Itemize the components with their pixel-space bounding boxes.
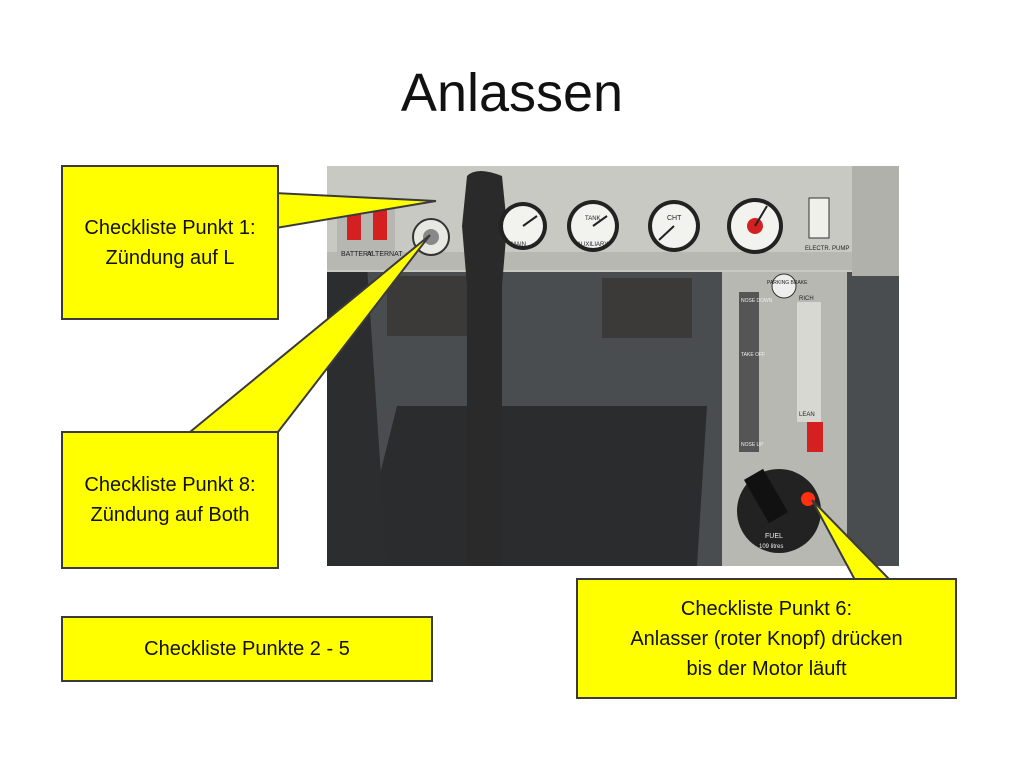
svg-text:RICH: RICH [799, 296, 814, 302]
fuel-gauge-auxiliary: TANK AUXILIARY [567, 200, 619, 252]
page-title: Anlassen [400, 63, 624, 123]
callout-punkt-8: Checkliste Punkt 8: Zündung auf Both [61, 431, 279, 569]
callout-punkte-2-5-text: Checkliste Punkte 2 - 5 [144, 638, 350, 660]
callout-punkt-6-heading: Checkliste Punkt 6: [680, 597, 853, 620]
callout-punkt-1-text: Zündung auf L [105, 246, 235, 269]
svg-text:ELECTR. PUMP: ELECTR. PUMP [805, 246, 849, 252]
off-label: OFF [335, 202, 347, 208]
callout-punkte-2-5: Checkliste Punkte 2 - 5 [61, 616, 433, 682]
svg-text:109 litres: 109 litres [759, 544, 783, 550]
svg-text:TANK: TANK [585, 216, 601, 222]
callout-punkt-6-text-2: bis der Motor läuft [686, 657, 847, 680]
svg-text:PARKING BRAKE: PARKING BRAKE [767, 280, 808, 286]
fuel-gauge-main: MAIN [499, 202, 547, 250]
alternator-label: ALTERNAT [367, 251, 403, 258]
callout-punkt-6: Checkliste Punkt 6: Anlasser (roter Knop… [576, 578, 957, 699]
cht-gauge: CHT [648, 200, 700, 252]
callout-punkt-8-heading: Checkliste Punkt 8: [84, 474, 256, 496]
cockpit-photo: BATTERY ALTERNAT OFF ON MAIN TANK AUXILI… [327, 166, 899, 566]
tachometer-gauge [727, 198, 783, 254]
svg-text:NOSE UP: NOSE UP [741, 442, 764, 448]
electr-pump-switch [808, 197, 830, 239]
callout-punkt-1: Checkliste Punkt 1: Zündung auf L [61, 165, 279, 320]
svg-text:AUXILIARY: AUXILIARY [577, 242, 608, 248]
on-label: ON [391, 202, 400, 208]
svg-text:CHT: CHT [667, 215, 682, 222]
control-stick [462, 171, 507, 566]
callout-punkt-6-text: Anlasser (roter Knopf) drücken [630, 627, 903, 650]
svg-text:TAKE OFF: TAKE OFF [741, 352, 765, 358]
starter-button [801, 492, 815, 506]
svg-text:LEAN: LEAN [799, 412, 815, 418]
svg-text:NOSE DOWN: NOSE DOWN [741, 298, 773, 304]
svg-text:FUEL: FUEL [765, 533, 783, 540]
mixture-knob [807, 422, 823, 452]
callout-punkt-1-heading: Checkliste Punkt 1: [84, 216, 256, 239]
callout-punkt-8-text: Zündung auf Both [90, 504, 250, 526]
svg-text:MAIN: MAIN [511, 242, 526, 248]
